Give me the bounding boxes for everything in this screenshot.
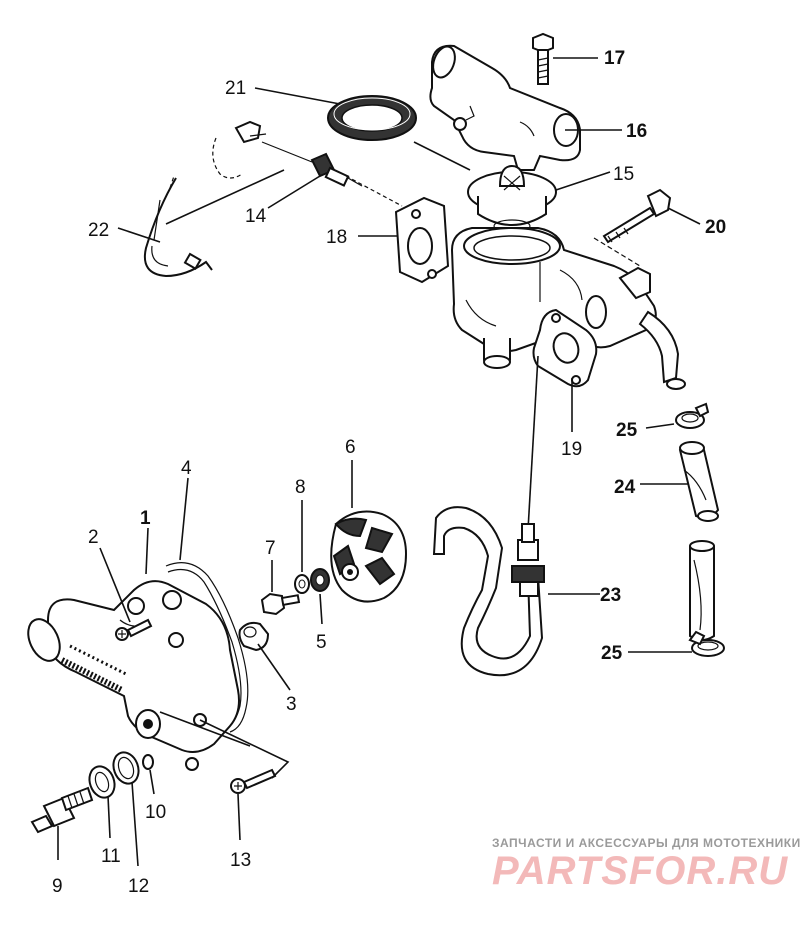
part-23-water-pipe — [432, 506, 545, 677]
part-12-o-ring — [112, 751, 140, 785]
callout-8: 8 — [295, 477, 306, 498]
part-10-washer — [142, 754, 154, 770]
callout-23: 23 — [600, 585, 621, 606]
part-24-hose — [678, 441, 720, 641]
callout-18: 18 — [326, 227, 347, 248]
callout-1: 1 — [140, 508, 151, 529]
part-18-flange-gasket — [394, 196, 450, 284]
part-6-impeller — [330, 510, 408, 603]
part-7-bolt — [260, 592, 301, 616]
callout-13: 13 — [230, 850, 251, 871]
callout-7: 7 — [265, 538, 276, 559]
part-16-thermostat-housing — [429, 44, 581, 171]
part-19-square-gasket — [532, 308, 598, 388]
callout-12: 12 — [128, 876, 149, 897]
callout-25-lower: 25 — [601, 643, 623, 664]
callout-22: 22 — [88, 220, 109, 241]
callout-20: 20 — [705, 217, 726, 238]
callout-15: 15 — [613, 164, 634, 185]
callout-9: 9 — [52, 876, 63, 897]
callout-17: 17 — [604, 48, 625, 69]
part-21-gasket-ring — [327, 95, 417, 141]
callout-2: 2 — [88, 527, 99, 548]
part-1-pump-cover — [27, 580, 240, 771]
part-8-washer — [294, 574, 310, 594]
callout-10: 10 — [145, 802, 166, 823]
pump-body-main — [450, 227, 686, 390]
part-25-hose-clamp-upper — [675, 402, 710, 429]
part-14-sensor-wire — [212, 120, 267, 179]
part-17-bolt — [532, 32, 554, 85]
callout-11: 11 — [101, 846, 121, 867]
callout-14: 14 — [245, 206, 267, 227]
part-13-screw — [230, 768, 277, 794]
watermark-logo: PARTSFOR.RU — [492, 849, 788, 893]
part-3-sleeve — [238, 621, 270, 652]
callout-16: 16 — [626, 121, 647, 142]
callout-5: 5 — [316, 632, 327, 653]
part-2-screw — [115, 618, 153, 641]
part-9-drain-plug — [30, 786, 94, 834]
part-5-nut — [310, 568, 330, 592]
callout-6: 6 — [345, 437, 356, 458]
part-14-temperature-sensor — [261, 141, 363, 187]
callout-24: 24 — [614, 477, 636, 498]
watermark-caption: ЗАПЧАСТИ И АКСЕССУАРЫ ДЛЯ МОТОТЕХНИКИ — [492, 836, 800, 850]
callout-25-upper: 25 — [616, 420, 638, 441]
part-20-bolt — [602, 188, 672, 244]
part-22-hose-clip — [144, 175, 213, 278]
part-25-hose-clamp-lower — [688, 630, 725, 657]
callout-19: 19 — [561, 439, 582, 460]
callout-4: 4 — [181, 458, 192, 479]
callout-3: 3 — [286, 694, 297, 715]
callout-21: 21 — [225, 78, 246, 99]
part-15-thermostat — [467, 164, 557, 233]
